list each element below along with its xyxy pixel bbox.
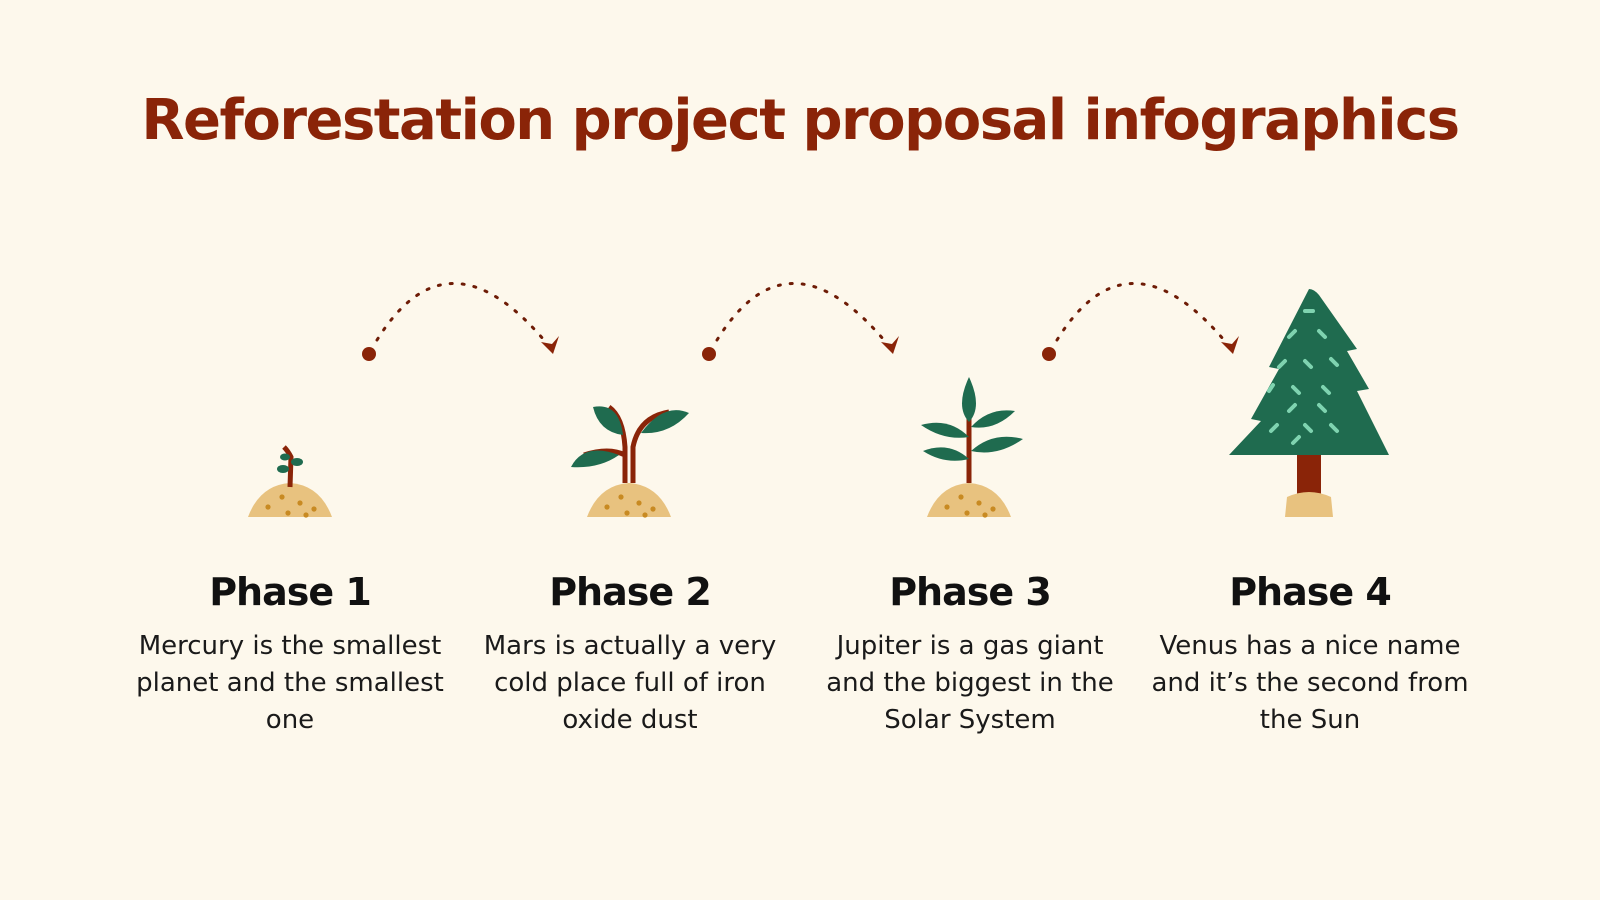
seedling-icon <box>571 404 689 518</box>
arc-arrow-2 <box>700 281 901 363</box>
sprout-icon <box>248 445 332 518</box>
arc-arrow-3 <box>1040 281 1241 363</box>
phase-1-text: Mercury is the smallest planet and the s… <box>136 631 444 735</box>
phase-2-heading: Phase 2 <box>549 570 712 614</box>
phase-3-heading: Phase 3 <box>889 570 1052 614</box>
arc-arrow-1 <box>360 281 561 363</box>
phase-2-text: Mars is actually a very cold place full … <box>483 631 777 735</box>
phase-3: Phase 3 Jupiter is a gas giant and the b… <box>810 570 1130 739</box>
phase-4: Phase 4 Venus has a nice name and it’s t… <box>1150 570 1470 739</box>
phase-2: Phase 2 Mars is actually a very cold pla… <box>470 570 790 739</box>
phase-3-text: Jupiter is a gas giant and the biggest i… <box>826 631 1114 735</box>
phase-4-heading: Phase 4 <box>1229 570 1392 614</box>
pine-tree-icon <box>1229 289 1389 517</box>
phase-1-heading: Phase 1 <box>209 570 372 614</box>
phase-1: Phase 1 Mercury is the smallest planet a… <box>130 570 450 739</box>
phase-4-text: Venus has a nice name and it’s the secon… <box>1151 631 1469 735</box>
young-plant-icon <box>921 377 1023 518</box>
page-title: Reforestation project proposal infograph… <box>141 88 1460 153</box>
